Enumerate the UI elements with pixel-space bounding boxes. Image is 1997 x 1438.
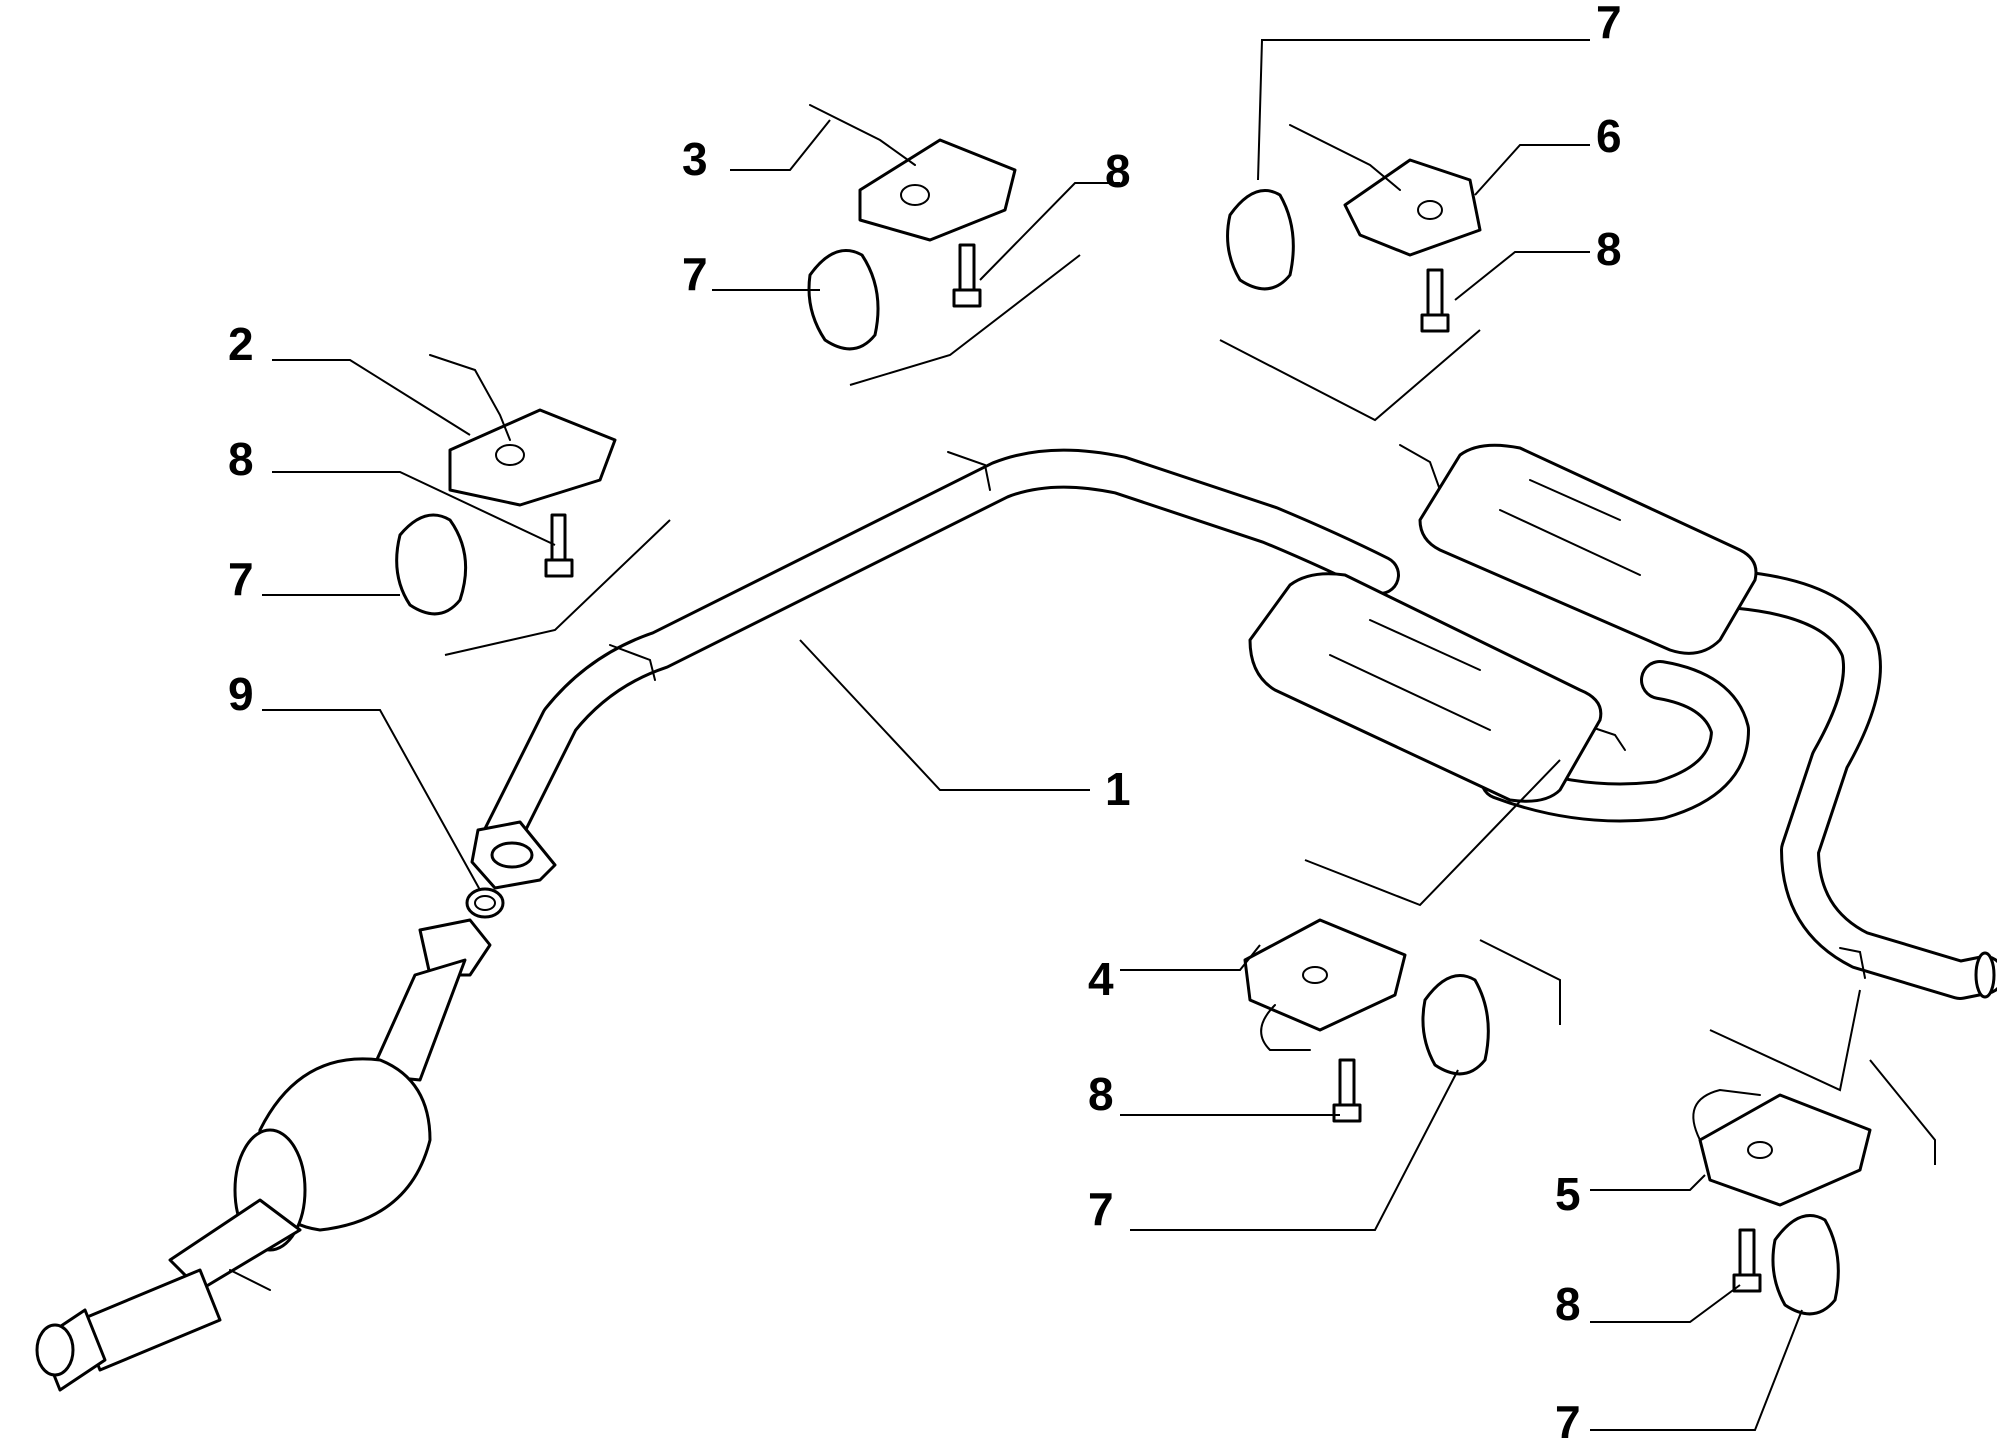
callout-8b: 8 — [1105, 145, 1131, 197]
callout-8a: 8 — [228, 433, 254, 485]
callout-7d: 7 — [1088, 1183, 1114, 1235]
callout-1: 1 — [1105, 763, 1131, 815]
callout-4: 4 — [1088, 953, 1114, 1005]
exhaust-pipe — [470, 444, 1997, 1000]
callout-2: 2 — [228, 318, 254, 370]
callout-3: 3 — [682, 133, 708, 185]
rear-mufflers — [1248, 443, 1758, 803]
callout-5: 5 — [1555, 1168, 1581, 1220]
callout-7e: 7 — [1555, 1396, 1581, 1438]
gasket-ring — [465, 887, 505, 919]
callout-7a: 7 — [1596, 0, 1622, 48]
callout-8d: 8 — [1088, 1068, 1114, 1120]
hanger-bracket-2 — [429, 354, 617, 507]
callout-8c: 8 — [1596, 223, 1622, 275]
callout-6: 6 — [1596, 110, 1622, 162]
hanger-bracket-3 — [809, 104, 1017, 242]
callout-labels: 1 2 3 4 5 6 7 7 7 7 7 8 8 8 8 8 9 — [228, 0, 1622, 1438]
hanger-bracket-6 — [1289, 124, 1482, 257]
rubber-hanger-icon — [395, 189, 1840, 1316]
callout-7b: 7 — [682, 248, 708, 300]
callout-9: 9 — [228, 668, 254, 720]
callout-8e: 8 — [1555, 1278, 1581, 1330]
leader-lines — [262, 39, 1936, 1431]
bolt-icon — [544, 243, 1762, 1293]
callout-7c: 7 — [228, 553, 254, 605]
hanger-bracket-4 — [1243, 918, 1407, 1051]
hanger-bracket-5 — [1692, 1088, 1872, 1207]
catalytic-converter — [35, 918, 492, 1392]
